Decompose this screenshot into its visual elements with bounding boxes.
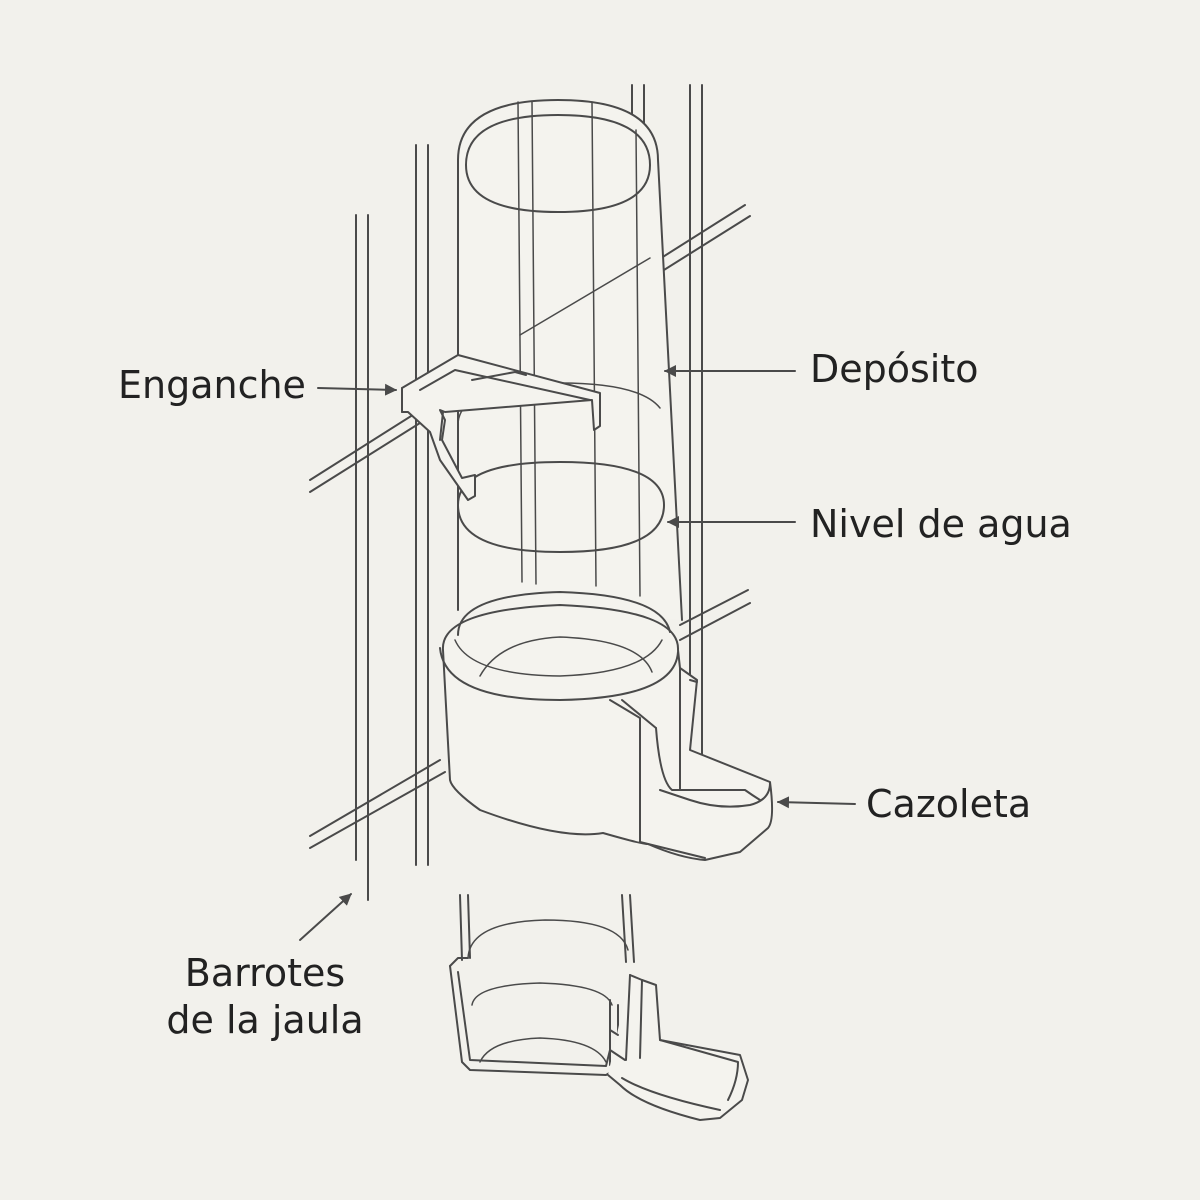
label-barrotes-line2: de la jaula [166, 998, 364, 1042]
label-barrotes: Barrotes de la jaula [110, 950, 420, 1044]
hook-clip [401, 354, 601, 501]
label-enganche: Enganche [118, 363, 306, 407]
water-level [457, 461, 665, 553]
enganche-arrow [317, 383, 397, 396]
cutaway-cup [449, 894, 749, 1121]
label-nivel-agua: Nivel de agua [810, 502, 1072, 546]
label-barrotes-line1: Barrotes [184, 951, 346, 995]
barrotes-arrow [299, 893, 352, 941]
label-deposito: Depósito [810, 347, 979, 391]
leader-lines [299, 365, 856, 941]
cazoleta-arrow [777, 796, 856, 809]
reservoir-tube [457, 99, 683, 621]
feeder-cup [439, 591, 774, 861]
label-cazoleta: Cazoleta [866, 782, 1032, 826]
